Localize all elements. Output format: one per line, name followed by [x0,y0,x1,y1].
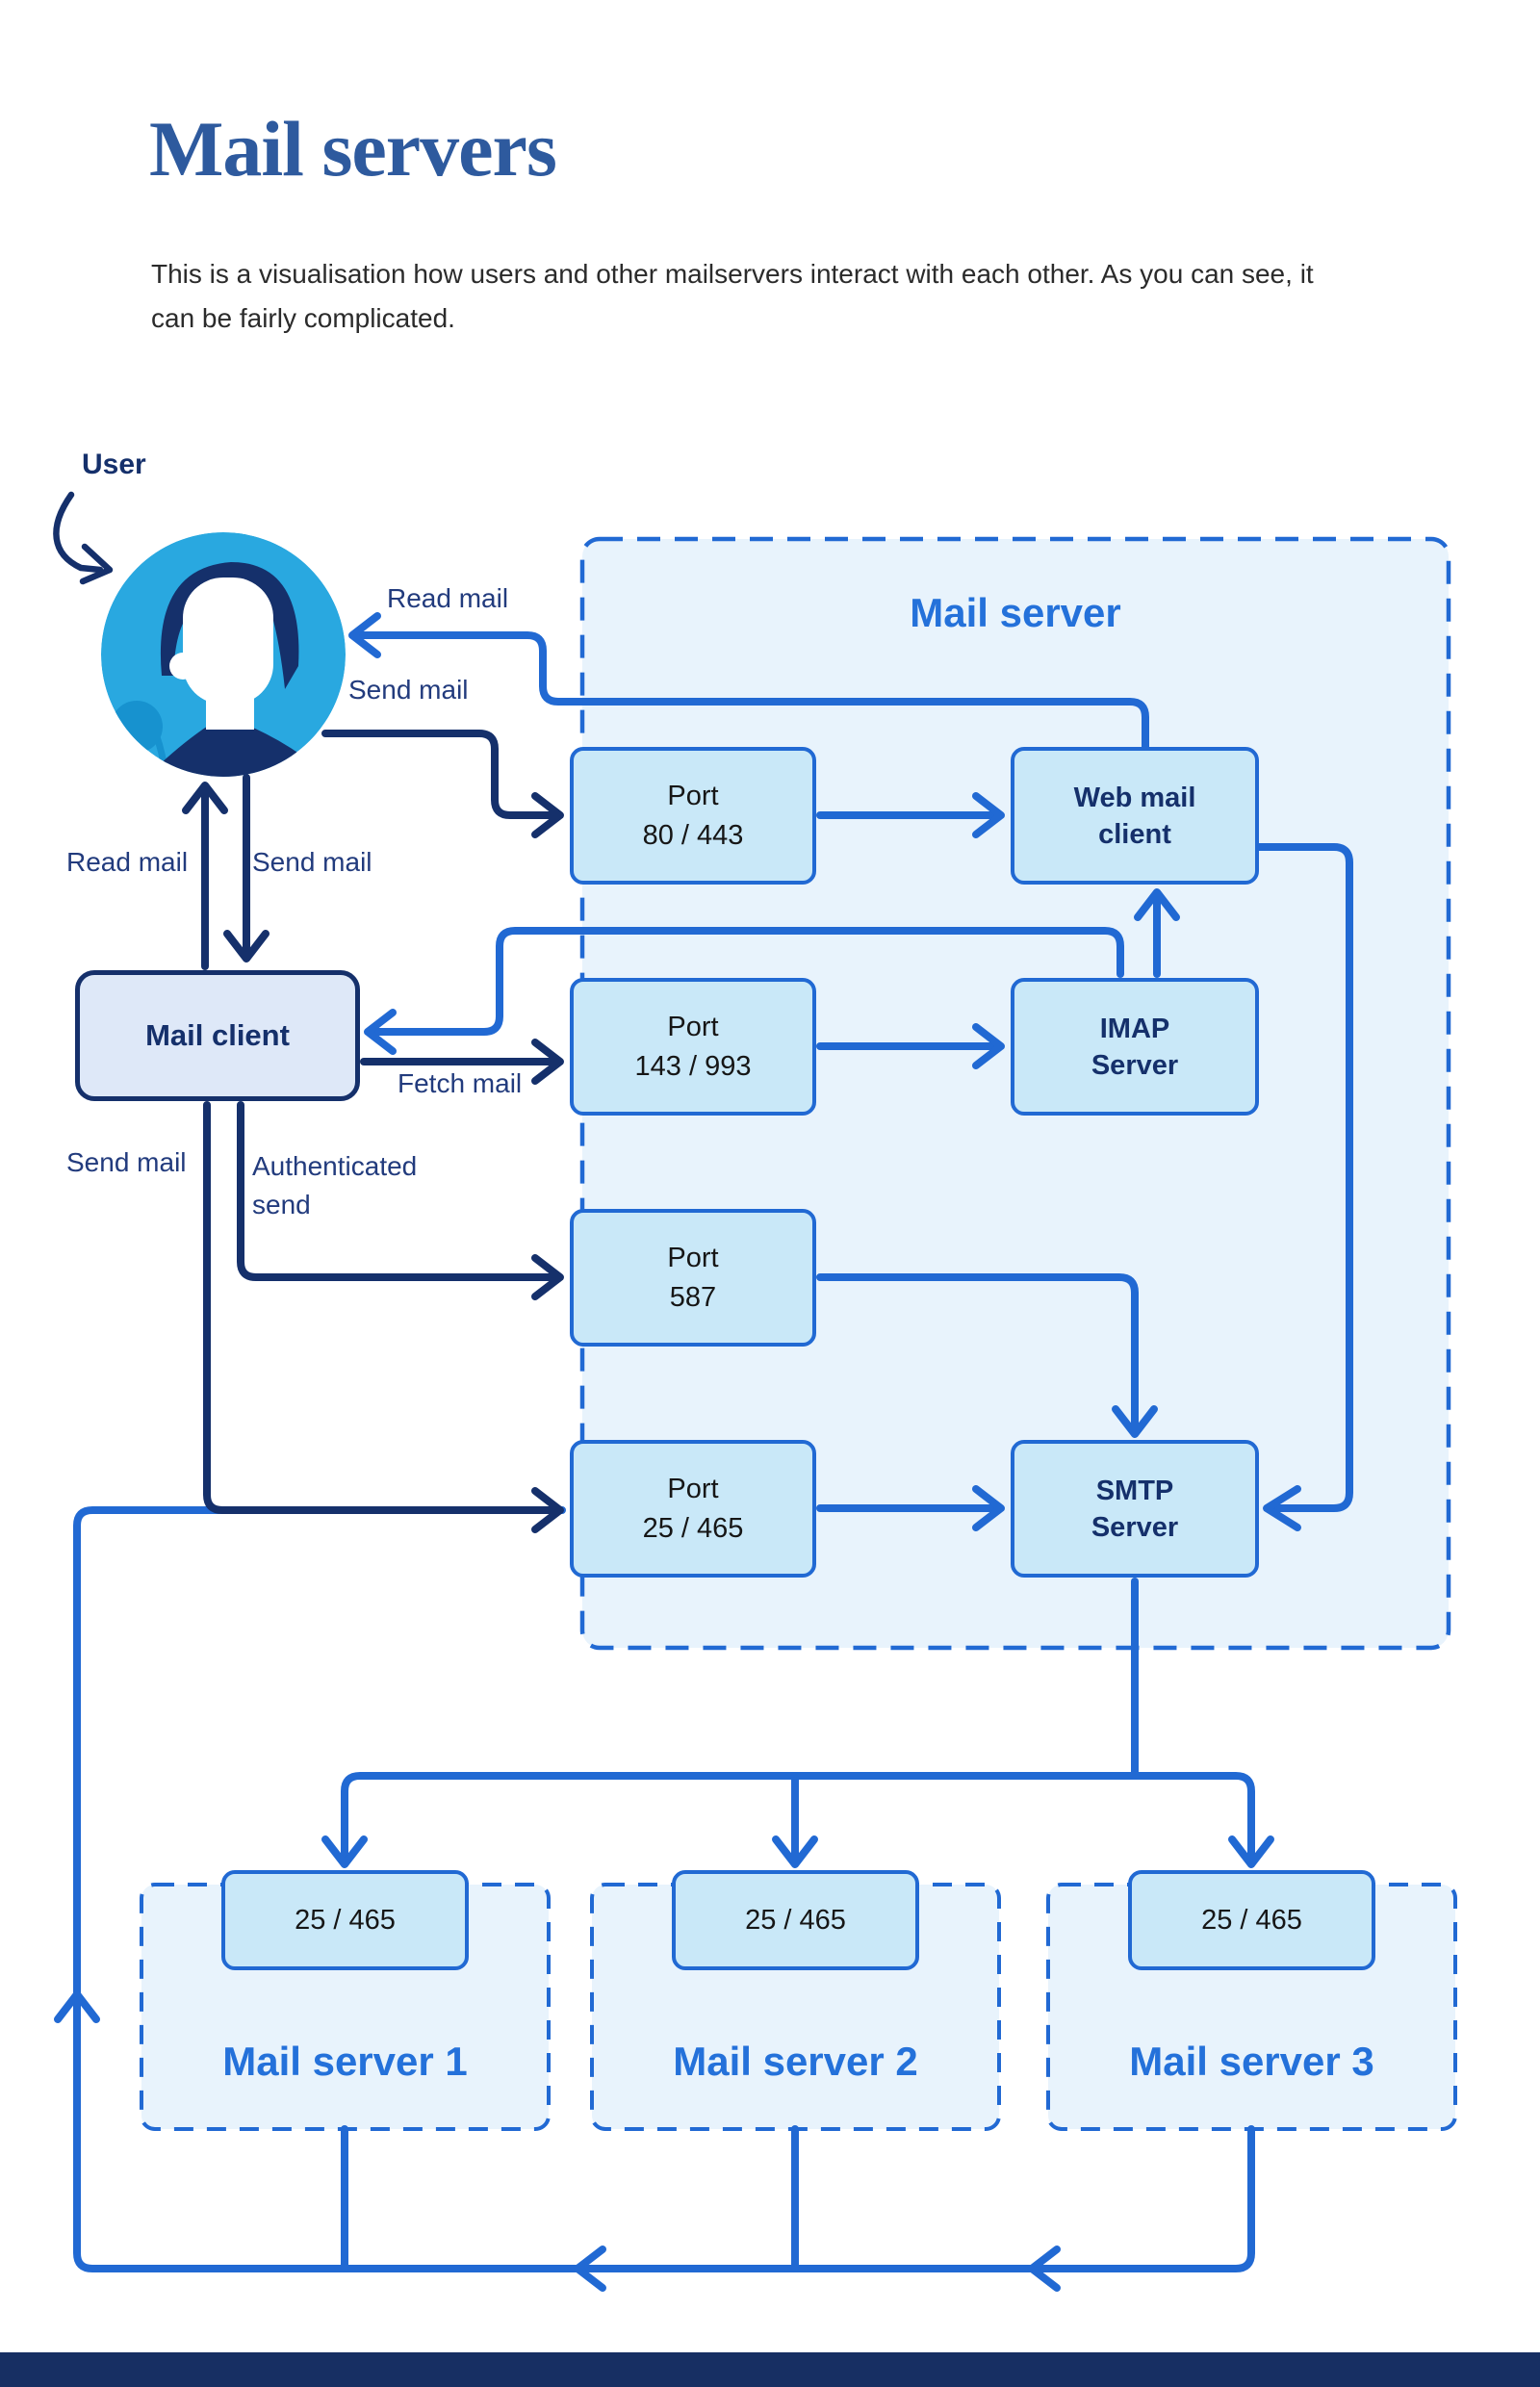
avatar-body [101,716,346,777]
connector-port587-to-smtp [816,1273,1158,1438]
mailserver1-port-box: 25 / 465 [221,1870,469,1970]
web-mail-client-box: Web mail client [1011,747,1259,885]
page-subtitle: This is a visualisation how users and ot… [151,259,1314,333]
mail-server-2-title: Mail server 2 [673,2039,918,2084]
edge-label-fetch-mail: Fetch mail [398,1068,523,1098]
mail-client-label: Mail client [145,1018,290,1052]
mail-server-1-title: Mail server 1 [222,2039,468,2084]
imap-server-box: IMAP Server [1011,978,1259,1116]
mail-server-3-title: Mail server 3 [1129,2039,1374,2084]
footer-bar [0,2352,1540,2387]
imap-server-label: IMAP Server [1091,1013,1179,1081]
connector-send-mail-user-to-port80 [321,730,564,838]
port-143-993-box: Port 143 / 993 [570,978,816,1116]
smtp-server-label: SMTP Server [1091,1475,1179,1543]
connector-auth-send-client-to-port587 [237,1101,564,1300]
port-word: Port [667,1473,719,1504]
connector-fetch-mail-client-to-port143 [360,1039,564,1085]
mailserver3-port-box: 25 / 465 [1128,1870,1375,1970]
mail-client-box: Mail client [75,970,360,1101]
edge-label-send-mail-bottom: Send mail [66,1147,187,1177]
user-label: User [82,449,146,480]
port-number: 25 / 465 [642,1512,744,1544]
port-word: Port [667,1242,719,1273]
connector-imap-to-webmail [1134,888,1180,978]
port-word: Port [667,1011,719,1042]
user-pointer-arrow [53,491,114,585]
port-25-465-box: Port 25 / 465 [570,1440,816,1578]
port-word: Port [667,780,719,811]
mailserver2-port-box: 25 / 465 [672,1870,919,1970]
edge-label-send-mail-top: Send mail [348,675,469,705]
port-number: 25 / 465 [295,1904,396,1936]
port-number: 143 / 993 [634,1050,752,1082]
port-number: 80 / 443 [642,819,744,851]
connector-imap-to-mailclient [364,927,1124,1055]
avatar-face [169,578,273,730]
port-80-443-box: Port 80 / 443 [570,747,816,885]
connector-read-mail-client-to-user [182,782,228,970]
edge-label-send-mail-mid: Send mail [252,847,372,877]
connector-port80-to-webmail [816,792,1005,838]
smtp-server-box: SMTP Server [1011,1440,1259,1578]
connector-send-mail-user-to-client [223,774,270,962]
connector-webmail-to-smtp [1251,843,1353,1531]
mail-server-container-title: Mail server [910,590,1121,635]
edge-label-read-mail-top: Read mail [387,583,509,613]
connector-read-mail-webmail-to-user [348,612,1149,751]
edge-label-read-mail-left: Read mail [66,847,189,877]
connector-port143-to-imap [816,1023,1005,1069]
web-mail-client-label: Web mail client [1073,782,1196,850]
connector-mailservers-return-to-port25 [54,1506,1255,2292]
port-number: 25 / 465 [1201,1904,1302,1936]
port-number: 25 / 465 [745,1904,846,1936]
connector-send-mail-client-to-port25 [203,1101,564,1533]
port-587-box: Port 587 [570,1209,816,1347]
page-title: Mail servers [149,105,557,192]
connector-smtp-to-mailservers [321,1578,1274,1868]
edge-label-authenticated-send: Authenticated send [252,1151,418,1219]
connector-port25-to-smtp [816,1485,1005,1531]
user-avatar [101,532,346,777]
port-number: 587 [669,1281,717,1313]
